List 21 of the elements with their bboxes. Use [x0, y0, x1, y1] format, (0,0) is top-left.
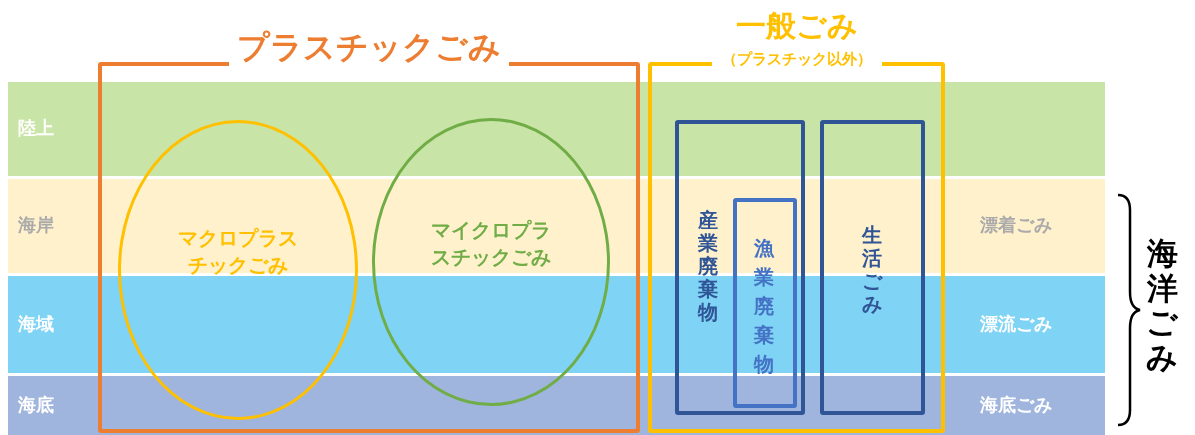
zone-band: [8, 376, 1105, 435]
group-label: 海洋ごみ: [1145, 236, 1179, 375]
zone-label: 海域: [18, 311, 54, 336]
zone-label: 海岸: [18, 213, 54, 237]
category-ellipse: [118, 120, 358, 420]
debris-label: 漂流ごみ: [980, 311, 1052, 336]
category-box: [733, 198, 797, 408]
category-label: 産業廃棄物: [697, 209, 719, 324]
category-label: マイクロプラスチックごみ: [430, 217, 552, 271]
category-box: [820, 120, 925, 415]
frame-heading: 一般ごみ: [735, 7, 858, 45]
frame-subheading: （プラスチック以外）: [711, 50, 882, 69]
category-label: 生活ごみ: [861, 224, 883, 316]
category-box: [675, 120, 805, 415]
debris-label: 海底ごみ: [980, 392, 1052, 417]
zone-label: 陸上: [18, 116, 54, 140]
debris-label: 漂着ごみ: [980, 213, 1052, 237]
category-label: マクロプラスチックごみ: [177, 225, 299, 279]
zone-label: 海底: [18, 392, 54, 417]
category-ellipse: [372, 118, 610, 406]
zone-band: [8, 82, 1105, 176]
